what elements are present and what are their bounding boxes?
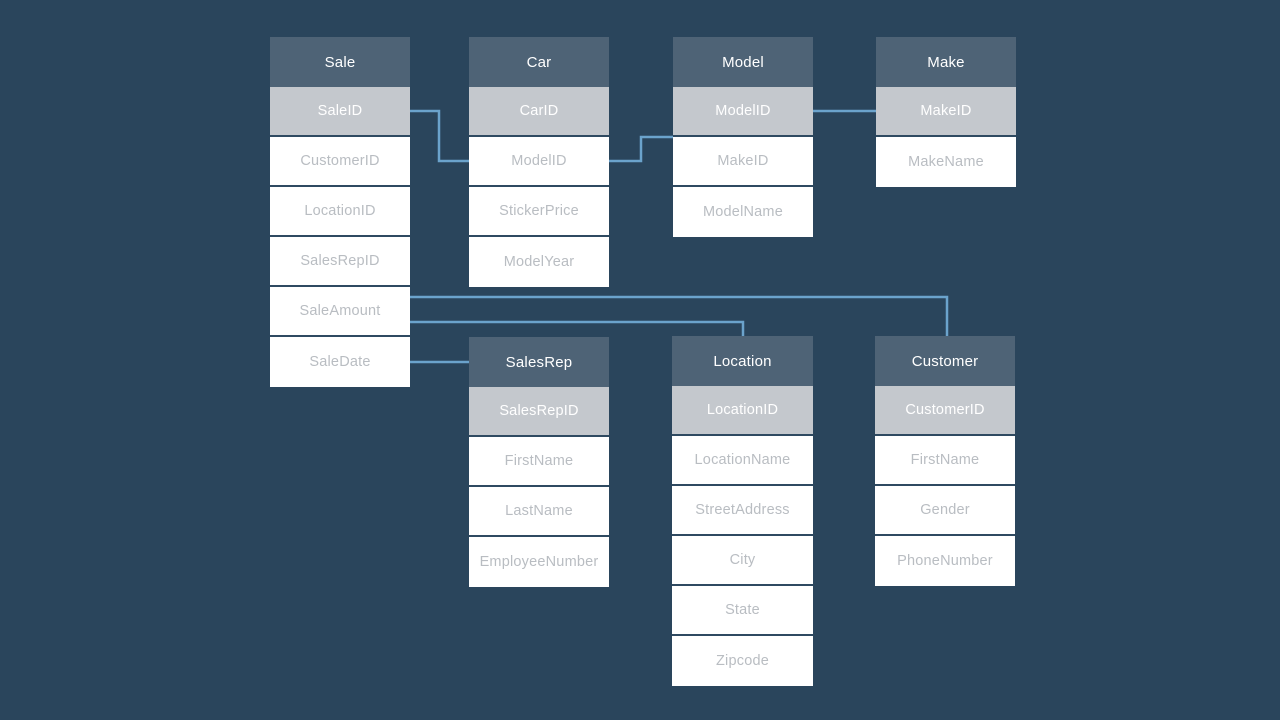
field-location-locationname[interactable]: LocationName — [672, 436, 813, 486]
field-car-carid[interactable]: CarID — [469, 87, 609, 137]
field-model-modelname[interactable]: ModelName — [673, 187, 813, 237]
field-salesrep-lastname[interactable]: LastName — [469, 487, 609, 537]
entity-title-sale: Sale — [270, 37, 410, 87]
field-car-modelyear[interactable]: ModelYear — [469, 237, 609, 287]
field-sale-saleid[interactable]: SaleID — [270, 87, 410, 137]
field-salesrep-firstname[interactable]: FirstName — [469, 437, 609, 487]
field-sale-saledate[interactable]: SaleDate — [270, 337, 410, 387]
entity-title-make: Make — [876, 37, 1016, 87]
field-location-zipcode[interactable]: Zipcode — [672, 636, 813, 686]
field-customer-phonenumber[interactable]: PhoneNumber — [875, 536, 1015, 586]
field-customer-gender[interactable]: Gender — [875, 486, 1015, 536]
field-sale-saleamount[interactable]: SaleAmount — [270, 287, 410, 337]
field-location-state[interactable]: State — [672, 586, 813, 636]
field-make-makename[interactable]: MakeName — [876, 137, 1016, 187]
connector-sale-customerid-to-customer — [410, 295, 949, 337]
field-customer-customerid[interactable]: CustomerID — [875, 386, 1015, 436]
field-make-makeid[interactable]: MakeID — [876, 87, 1016, 137]
field-sale-customerid[interactable]: CustomerID — [270, 137, 410, 187]
field-location-streetaddress[interactable]: StreetAddress — [672, 486, 813, 536]
entity-title-car: Car — [469, 37, 609, 87]
field-car-stickerprice[interactable]: StickerPrice — [469, 187, 609, 237]
field-location-locationid[interactable]: LocationID — [672, 386, 813, 436]
field-customer-firstname[interactable]: FirstName — [875, 436, 1015, 486]
entity-title-location: Location — [672, 336, 813, 386]
entity-title-model: Model — [673, 37, 813, 87]
connector-car-modelid-to-model-modelid — [609, 135, 673, 163]
entity-title-customer: Customer — [875, 336, 1015, 386]
field-model-makeid[interactable]: MakeID — [673, 137, 813, 187]
field-salesrep-employeenumber[interactable]: EmployeeNumber — [469, 537, 609, 587]
field-sale-locationid[interactable]: LocationID — [270, 187, 410, 237]
connector-sale-locationid-to-location — [410, 320, 745, 337]
field-sale-salesrepid[interactable]: SalesRepID — [270, 237, 410, 287]
field-model-modelid[interactable]: ModelID — [673, 87, 813, 137]
field-location-city[interactable]: City — [672, 536, 813, 586]
field-car-modelid[interactable]: ModelID — [469, 137, 609, 187]
entity-title-salesrep: SalesRep — [469, 337, 609, 387]
field-salesrep-salesrepid[interactable]: SalesRepID — [469, 387, 609, 437]
